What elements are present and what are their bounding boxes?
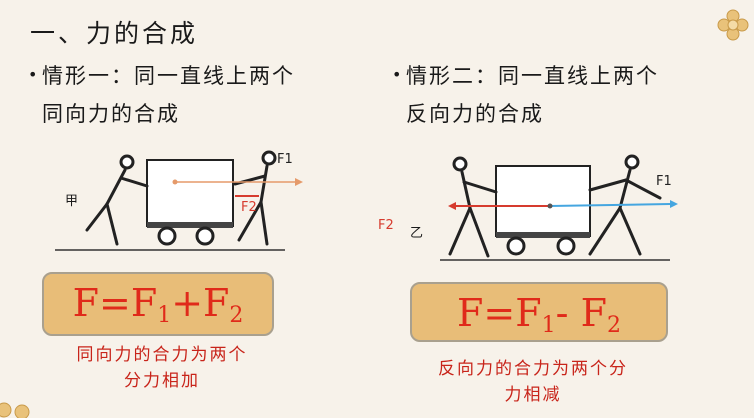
- case2-caption: 反向力的合力为两个分 力相减: [398, 356, 668, 408]
- case1-illustration: 甲 F1 F2: [55, 148, 335, 260]
- label-f1: F1: [656, 174, 672, 189]
- case1-drawing: [55, 150, 303, 251]
- force-origin: [547, 203, 553, 209]
- label-f2: F2: [241, 200, 257, 215]
- arrowhead: [448, 202, 456, 210]
- cart-box: [146, 159, 234, 227]
- cart-box: [495, 165, 591, 237]
- right-puller-person: [588, 154, 662, 256]
- label-jia: 甲: [65, 194, 79, 209]
- label-yi: 乙: [410, 226, 424, 241]
- flower-decoration-icon: [0, 402, 30, 418]
- puller-person: [233, 150, 277, 246]
- cart-wheel: [157, 226, 177, 246]
- case2-formula-box: F=F1- F2: [410, 282, 668, 342]
- case2-illustration: F2 乙 F1: [370, 150, 700, 268]
- case1-formula-box: F=F1+F2: [42, 272, 274, 336]
- flower-decoration-icon: [717, 9, 749, 41]
- cart-wheel: [506, 236, 526, 256]
- case1-caption-line2: 分力相加: [124, 371, 200, 391]
- bullet-dot: •: [392, 65, 404, 84]
- case2-caption-line1: 反向力的合力为两个分: [438, 359, 628, 379]
- label-f1: F1: [277, 152, 293, 167]
- cart-base: [147, 222, 233, 228]
- case2-formula: F=F1- F2: [457, 291, 621, 338]
- bullet-dot: •: [28, 65, 40, 84]
- case1-formula: F=F1+F2: [72, 281, 244, 328]
- case1-description: •情形一：同一直线上两个 同向力的合成: [28, 56, 358, 133]
- pusher-person: [85, 154, 149, 246]
- cart-base: [496, 232, 590, 238]
- case1-caption-line1: 同向力的合力为两个: [76, 345, 248, 365]
- slide-title: 一、力的合成: [30, 19, 199, 48]
- left-puller-person: [448, 156, 498, 258]
- force-arrow-f1: [549, 203, 671, 207]
- case2-description: •情形二：同一直线上两个 反向力的合成: [392, 56, 732, 133]
- case2-caption-line2: 力相减: [504, 385, 562, 405]
- arrowhead: [295, 178, 303, 186]
- case1-caption: 同向力的合力为两个 分力相加: [42, 342, 282, 394]
- label-f2: F2: [378, 218, 394, 233]
- case1-text-line1: 情形一：同一直线上两个: [42, 64, 295, 88]
- cart-wheel: [195, 226, 215, 246]
- force-origin: [172, 179, 178, 185]
- case1-text-line2: 同向力的合成: [42, 102, 180, 126]
- case2-drawing: [440, 154, 678, 261]
- cart-wheel: [556, 236, 576, 256]
- case2-text-line1: 情形二：同一直线上两个: [406, 64, 659, 88]
- case2-text-line2: 反向力的合成: [406, 102, 544, 126]
- arrowhead: [670, 200, 678, 208]
